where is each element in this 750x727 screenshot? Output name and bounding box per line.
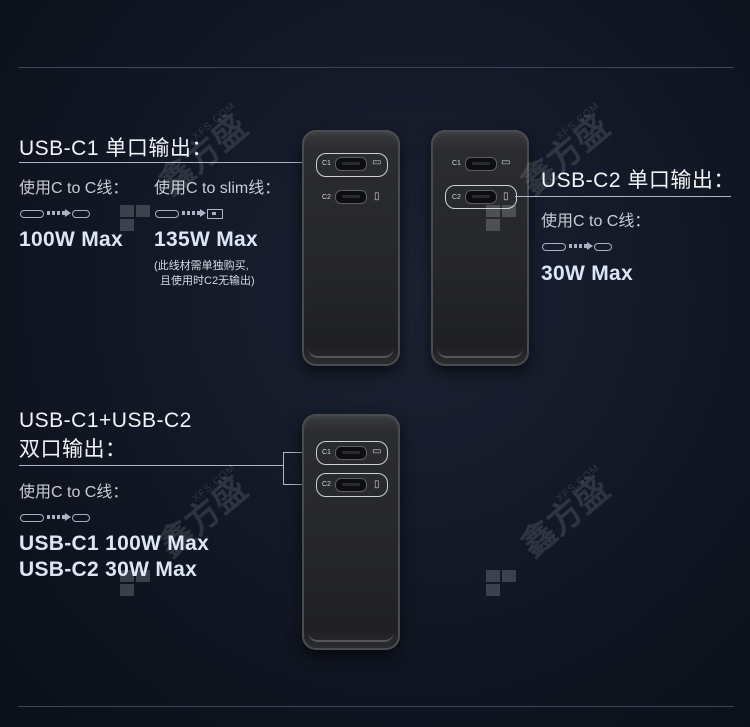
c-to-c-cable-icon — [20, 209, 92, 219]
c2-port-highlight — [316, 473, 388, 497]
dual-cable-label: 使用C to C线： — [19, 484, 129, 501]
bottom-divider — [18, 706, 734, 707]
dual-bracket-top — [283, 452, 317, 453]
watermark-logo-icon — [486, 205, 520, 231]
phone-icon: ▯ — [374, 479, 380, 490]
c2-power: 30W Max — [541, 262, 633, 285]
phone-icon: ▯ — [503, 191, 509, 202]
c-to-c-cable-icon — [20, 513, 92, 523]
c1-single-heading: USB-C1 单口输出： — [19, 137, 213, 160]
c2-connector-line — [515, 196, 731, 197]
port-label-c2: C2 — [322, 194, 331, 201]
c1-cable1-power: 100W Max — [19, 228, 123, 251]
c1-port-highlight — [316, 153, 388, 177]
usb-c2-port — [335, 478, 367, 492]
c1-cable1-label: 使用C to C线： — [19, 180, 129, 197]
c2-port-highlight — [445, 185, 517, 209]
watermark-brand: 鑫方盛 — [513, 469, 617, 565]
c1-cable2-power: 135W Max — [154, 228, 258, 251]
dual-power-c2: USB-C2 30W Max — [19, 558, 198, 581]
usb-c2-port — [335, 190, 367, 204]
laptop-icon: ▭ — [372, 446, 382, 457]
dual-heading-line1: USB-C1+USB-C2 — [19, 409, 192, 432]
dual-bracket-bottom — [283, 484, 317, 485]
port-label-c1: C1 — [322, 160, 331, 167]
c1-note-line2: 且使用时C2无输出) — [160, 275, 255, 287]
watermark-logo-icon — [120, 570, 154, 596]
laptop-icon: ▭ — [501, 157, 511, 168]
phone-icon: ▯ — [374, 191, 380, 202]
port-label-c1: C1 — [322, 449, 331, 456]
c1-connector-line — [19, 162, 319, 163]
port-label-c1: C1 — [452, 160, 461, 167]
usb-c1-port — [335, 157, 367, 171]
usb-c1-port — [335, 446, 367, 460]
dual-connector-line — [19, 465, 283, 466]
port-label-c2: C2 — [322, 481, 331, 488]
c2-single-heading: USB-C2 单口输出： — [541, 169, 735, 192]
usb-c1-port — [465, 157, 497, 171]
c-to-slim-cable-icon — [155, 209, 227, 219]
port-label-c2: C2 — [452, 194, 461, 201]
c-to-c-cable-icon — [542, 242, 614, 252]
c1-cable2-label: 使用C to slim线： — [154, 180, 281, 197]
dual-heading-line2: 双口输出： — [19, 438, 127, 461]
laptop-icon: ▭ — [372, 157, 382, 168]
c2-cable-label: 使用C to C线： — [541, 213, 651, 230]
watermark-logo-icon — [120, 205, 154, 231]
c1-note-line1: (此线材需单独购买, — [154, 260, 249, 272]
watermark-logo-icon — [486, 570, 520, 596]
usb-c2-port — [465, 190, 497, 204]
top-divider — [18, 67, 734, 68]
c1-port-highlight — [316, 441, 388, 465]
dual-bracket-vertical — [283, 452, 284, 484]
dual-power-c1: USB-C1 100W Max — [19, 532, 210, 555]
